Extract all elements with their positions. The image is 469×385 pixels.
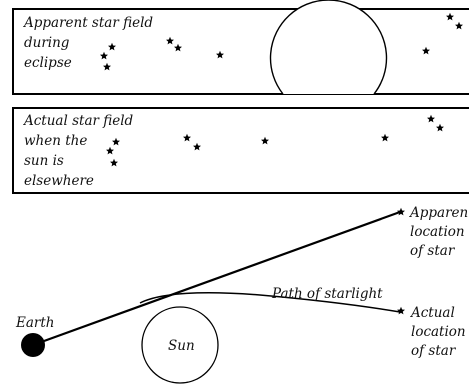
actual-panel-label-line-2: when the <box>24 133 87 149</box>
actual-location-label-line-2: location <box>411 324 466 340</box>
star-icon <box>422 46 430 55</box>
actual-star-field-panel: Actual star field when the sun is elsewh… <box>12 107 469 194</box>
star-icon <box>183 133 191 142</box>
apparent-panel-label-line-1: Apparent star field <box>22 15 153 31</box>
actual-panel-label-line-1: Actual star field <box>22 113 134 129</box>
star-icon <box>427 114 435 123</box>
actual-panel-label-line-3: sun is <box>24 153 64 169</box>
path-of-starlight-label: Path of starlight <box>271 286 383 302</box>
star-icon <box>455 21 463 30</box>
star-icon <box>381 133 389 142</box>
apparent-location-label-line-3: of star <box>410 243 456 259</box>
sun-icon <box>141 306 219 384</box>
star-icon <box>112 137 120 146</box>
star-icon <box>166 36 174 45</box>
star-icon <box>103 62 111 71</box>
location-stars <box>397 207 405 315</box>
star-icon <box>110 158 118 167</box>
earth-icon <box>21 333 45 357</box>
star-icon <box>261 136 269 145</box>
star-icon <box>193 142 201 151</box>
star-icon <box>216 50 224 59</box>
actual-location-label-line-1: Actual <box>409 305 455 321</box>
apparent-panel-frame <box>12 8 469 95</box>
apparent-star-cluster <box>100 12 463 71</box>
eclipse-sun-disc <box>269 0 388 95</box>
star-icon <box>174 43 182 52</box>
apparent-line-of-sight <box>32 210 401 347</box>
apparent-location-label-line-2: location <box>410 224 465 240</box>
starlight-path <box>139 292 401 313</box>
apparent-panel-label-line-2: during <box>24 35 70 51</box>
sun-label: Sun <box>168 338 195 354</box>
apparent-location-label-line-1: Apparent <box>408 205 469 221</box>
star-icon <box>100 51 108 60</box>
star-icon <box>436 123 444 132</box>
star-icon <box>446 12 454 21</box>
deflection-diagram: Sun Earth Path of starlight Apparent loc… <box>15 205 469 384</box>
earth-label: Earth <box>15 315 54 331</box>
actual-panel-frame <box>12 107 469 194</box>
apparent-star-field-panel: Apparent star field during eclipse <box>12 0 469 95</box>
actual-star-cluster <box>106 114 444 167</box>
star-icon <box>397 306 405 315</box>
apparent-panel-label-line-3: eclipse <box>24 55 72 71</box>
star-icon <box>108 42 116 51</box>
actual-panel-label-line-4: elsewhere <box>24 173 94 189</box>
actual-location-label-line-3: of star <box>411 343 457 359</box>
star-icon <box>106 146 114 155</box>
star-icon <box>397 207 405 216</box>
